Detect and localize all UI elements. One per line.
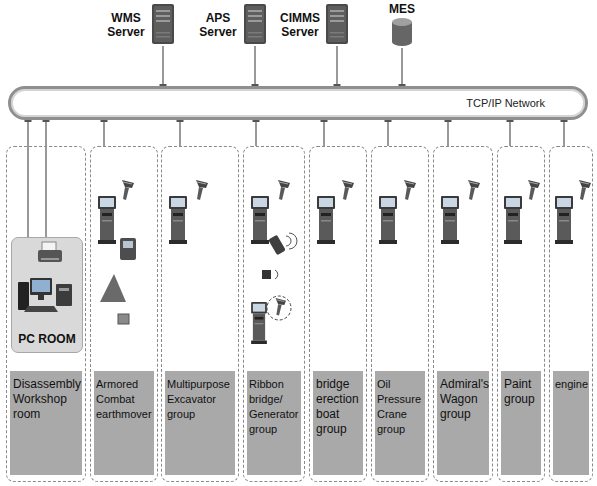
network-link xyxy=(45,120,47,237)
network-link xyxy=(401,48,403,86)
database-node: MES xyxy=(384,2,420,48)
group-label: Disassembly Workshop room xyxy=(10,371,82,475)
database-label: MES xyxy=(384,2,420,16)
workshop-group: bridge erection boat group xyxy=(309,146,367,482)
server-node: CIMMS Server xyxy=(276,4,350,46)
group-label: Multipurpose Excavator group xyxy=(165,371,235,475)
workshop-group: Multipurpose Excavator group xyxy=(161,146,239,482)
equipment-pictures xyxy=(100,233,297,344)
group-label: bridge erection boat group xyxy=(313,371,363,475)
workshop-group: Ribbon bridge/ Generator group xyxy=(243,146,305,482)
terminal-icons xyxy=(98,180,591,244)
network-link xyxy=(563,120,565,146)
pc-room-picture xyxy=(12,238,83,328)
group-label: engine xyxy=(553,371,589,475)
workshop-group: Disassembly Workshop room PC ROOM xyxy=(6,146,86,482)
room-label: PC ROOM xyxy=(12,332,82,346)
network-link xyxy=(27,120,29,237)
group-label: Oil Pressure Crane group xyxy=(375,371,425,475)
workshop-group: Oil Pressure Crane group xyxy=(371,146,429,482)
group-label: Ribbon bridge/ Generator group xyxy=(247,371,301,475)
network-label: TCP/IP Network xyxy=(466,97,545,110)
network-link xyxy=(447,120,449,146)
workshop-group: engine xyxy=(549,146,593,482)
server-icon xyxy=(244,4,266,44)
network-link xyxy=(255,120,257,146)
workshop-group: Admiral's Wagon group xyxy=(433,146,493,482)
database-icon xyxy=(392,18,412,46)
network-link xyxy=(323,120,325,146)
network-link xyxy=(162,46,164,86)
server-icon xyxy=(326,4,348,44)
server-label: APS Server xyxy=(196,11,240,39)
group-label: Admiral's Wagon group xyxy=(437,371,489,475)
network-link xyxy=(336,46,338,86)
network-bus: TCP/IP Network xyxy=(8,86,588,120)
server-node: WMS Server xyxy=(104,4,176,46)
server-icon xyxy=(152,4,174,44)
network-link xyxy=(103,120,105,146)
server-node: APS Server xyxy=(196,4,268,46)
group-label: Paint group xyxy=(501,371,541,475)
server-label: CIMMS Server xyxy=(276,11,324,39)
network-link xyxy=(254,46,256,86)
workshop-group: Paint group xyxy=(497,146,545,482)
server-label: WMS Server xyxy=(104,11,148,39)
network-link xyxy=(509,120,511,146)
group-label: Armored Combat earthmover xyxy=(94,371,154,475)
network-link xyxy=(179,120,181,146)
workshop-group: Armored Combat earthmover xyxy=(90,146,158,482)
network-link xyxy=(387,120,389,146)
pc-room-box: PC ROOM xyxy=(11,237,83,353)
